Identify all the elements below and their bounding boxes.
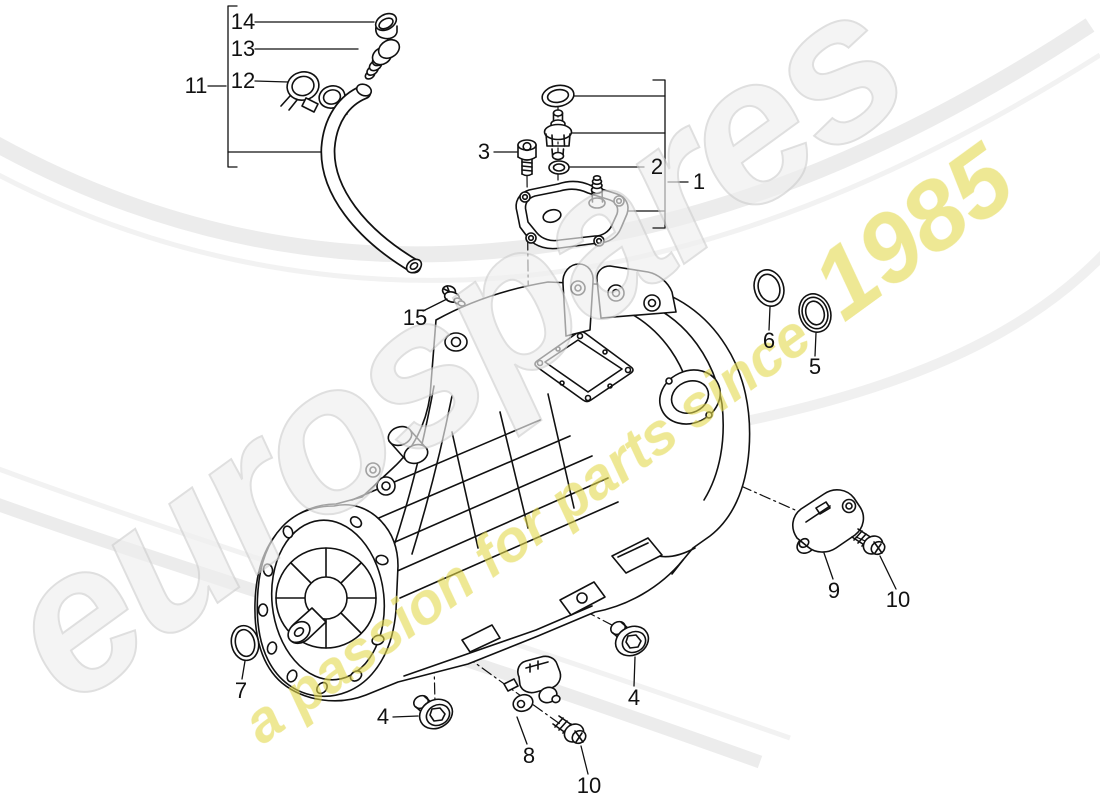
callout-label-15-7: 15	[402, 305, 428, 330]
part-cap-14	[374, 12, 398, 40]
part-fitting-13	[364, 38, 401, 80]
callout-label-4-14: 4	[376, 704, 390, 729]
callout-label-3-4: 3	[477, 139, 491, 164]
callout-label-5-9: 5	[808, 354, 822, 379]
part-screw-15	[441, 285, 466, 307]
gearbox-detail	[256, 263, 724, 698]
part-seal-6	[753, 269, 785, 307]
part-switch-1	[543, 109, 573, 161]
part-clamps-12	[280, 71, 348, 117]
callout-label-8-15: 8	[522, 743, 536, 768]
part-seal-5	[798, 293, 832, 333]
leader-lines	[207, 5, 897, 775]
callout-label-13-1: 13	[230, 36, 256, 61]
part-bolt-3	[517, 139, 537, 177]
part-hose-11	[320, 83, 423, 274]
part-sensor-8	[503, 655, 562, 713]
part-seal-ring-1	[541, 84, 575, 108]
part-washer-2	[548, 160, 570, 175]
callout-label-14-0: 14	[230, 9, 256, 34]
part-bolt-10-lower	[552, 715, 587, 745]
part-cover-plate-1	[515, 175, 629, 250]
front-flange	[256, 504, 399, 698]
callout-label-12-2: 12	[230, 68, 256, 93]
part-sensor-9	[792, 489, 865, 555]
callout-label-7-13: 7	[234, 678, 248, 703]
line-art	[207, 5, 897, 775]
bracket-11	[227, 5, 238, 168]
callout-label-1-6: 1	[692, 169, 706, 194]
part-seal-7	[230, 624, 260, 662]
part-plug-4-upper	[610, 620, 650, 657]
callout-label-2-5: 2	[650, 154, 664, 179]
callout-label-9-10: 9	[827, 578, 841, 603]
bracket-1	[652, 79, 666, 229]
part-plug-4-lower	[413, 694, 454, 730]
callout-label-10-16: 10	[576, 773, 602, 798]
part-bolt-10-upper	[851, 528, 886, 556]
callout-label-4-12: 4	[627, 685, 641, 710]
callout-label-11-3: 11	[184, 73, 208, 98]
callout-label-6-8: 6	[762, 328, 776, 353]
callout-label-10-11: 10	[885, 587, 911, 612]
